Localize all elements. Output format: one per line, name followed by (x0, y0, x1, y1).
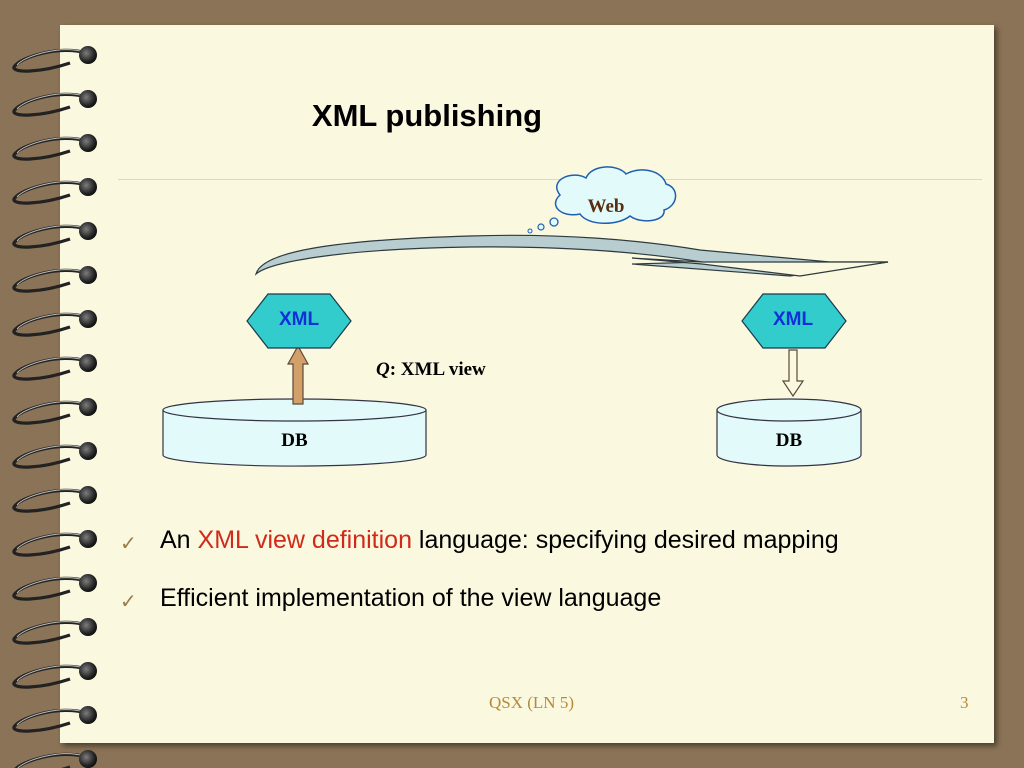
bullet-item: ✓ An XML view definition language: specif… (120, 523, 1000, 557)
binding-wire (12, 180, 87, 205)
query-label: Q: XML view (376, 359, 486, 381)
check-mark-icon: ✓ (120, 531, 137, 555)
target-db-label: DB (775, 430, 803, 451)
check-mark-icon: ✓ (120, 589, 137, 613)
binding-wire-highlight (16, 533, 85, 550)
binding-wire-highlight (16, 269, 85, 286)
web-label: Web (587, 196, 625, 217)
binding-wire-highlight (16, 401, 85, 418)
bullet-text: Efficient implementation of the view lan… (160, 584, 662, 612)
binding-wire-highlight (16, 313, 85, 330)
binding-hole (79, 398, 97, 416)
spiral-binding (12, 46, 97, 768)
bullet-prefix: An (160, 526, 198, 554)
binding-wire (12, 576, 87, 601)
source-db-label: DB (281, 430, 308, 451)
binding-hole (79, 178, 97, 196)
binding-hole (79, 442, 97, 460)
source-db-cylinder (162, 398, 427, 467)
binding-hole (79, 618, 97, 636)
target-xml-hexagon (741, 293, 847, 349)
down-arrow (781, 349, 805, 398)
binding-hole (79, 486, 97, 504)
web-cloud (527, 166, 677, 234)
binding-wire (12, 268, 87, 293)
binding-wire (12, 356, 87, 381)
binding-hole (79, 46, 97, 64)
bullet-list: ✓ An XML view definition language: specif… (120, 523, 1000, 639)
binding-hole (79, 530, 97, 548)
binding-wire-highlight (16, 181, 85, 198)
binding-hole (79, 574, 97, 592)
binding-wire-highlight (16, 93, 85, 110)
binding-wire-highlight (16, 621, 85, 638)
binding-hole (79, 90, 97, 108)
binding-hole (79, 266, 97, 284)
binding-hole (79, 222, 97, 240)
binding-wire-highlight (16, 225, 85, 242)
target-xml-label: XML (772, 309, 814, 330)
title-divider (118, 179, 982, 180)
binding-wire (12, 312, 87, 337)
binding-wire-highlight (16, 665, 85, 682)
binding-wire (12, 532, 87, 557)
binding-wire (12, 664, 87, 689)
binding-wire-highlight (16, 709, 85, 726)
binding-wire (12, 224, 87, 249)
binding-wire-highlight (17, 753, 85, 768)
binding-hole (79, 706, 97, 724)
binding-wire (12, 620, 87, 645)
slide-title: XML publishing (311, 98, 543, 133)
footer-text: QSX (LN 5) (489, 693, 574, 712)
binding-wire-highlight (16, 137, 85, 154)
binding-wire-highlight (16, 445, 85, 462)
binding-wire-highlight (16, 489, 85, 506)
bullet-item: ✓ Efficient implementation of the view la… (120, 581, 1000, 615)
binding-wire (12, 92, 87, 117)
binding-wire (12, 708, 87, 733)
binding-hole (79, 310, 97, 328)
curved-arrow (254, 234, 889, 277)
bullet-highlight: XML view definition (197, 526, 412, 554)
binding-wire (12, 488, 87, 513)
target-db-cylinder (716, 398, 862, 467)
query-label-text: : XML view (389, 359, 486, 380)
source-xml-hexagon (246, 293, 352, 349)
binding-wire-highlight (16, 49, 85, 66)
binding-hole (79, 134, 97, 152)
binding-wire (12, 444, 87, 469)
binding-wire (12, 48, 87, 73)
binding-hole (79, 354, 97, 372)
bullet-suffix: language: specifying desired mapping (411, 526, 839, 554)
binding-wire (12, 400, 87, 425)
binding-wire (14, 752, 87, 768)
binding-wire-highlight (16, 577, 85, 594)
source-xml-label: XML (278, 309, 320, 330)
page-number: 3 (960, 693, 969, 712)
slide-page (60, 25, 994, 743)
query-symbol: Q (376, 359, 390, 380)
binding-hole (79, 750, 97, 768)
binding-wire (12, 136, 87, 161)
up-arrow (286, 344, 310, 405)
binding-hole (79, 662, 97, 680)
binding-wire-highlight (16, 357, 85, 374)
